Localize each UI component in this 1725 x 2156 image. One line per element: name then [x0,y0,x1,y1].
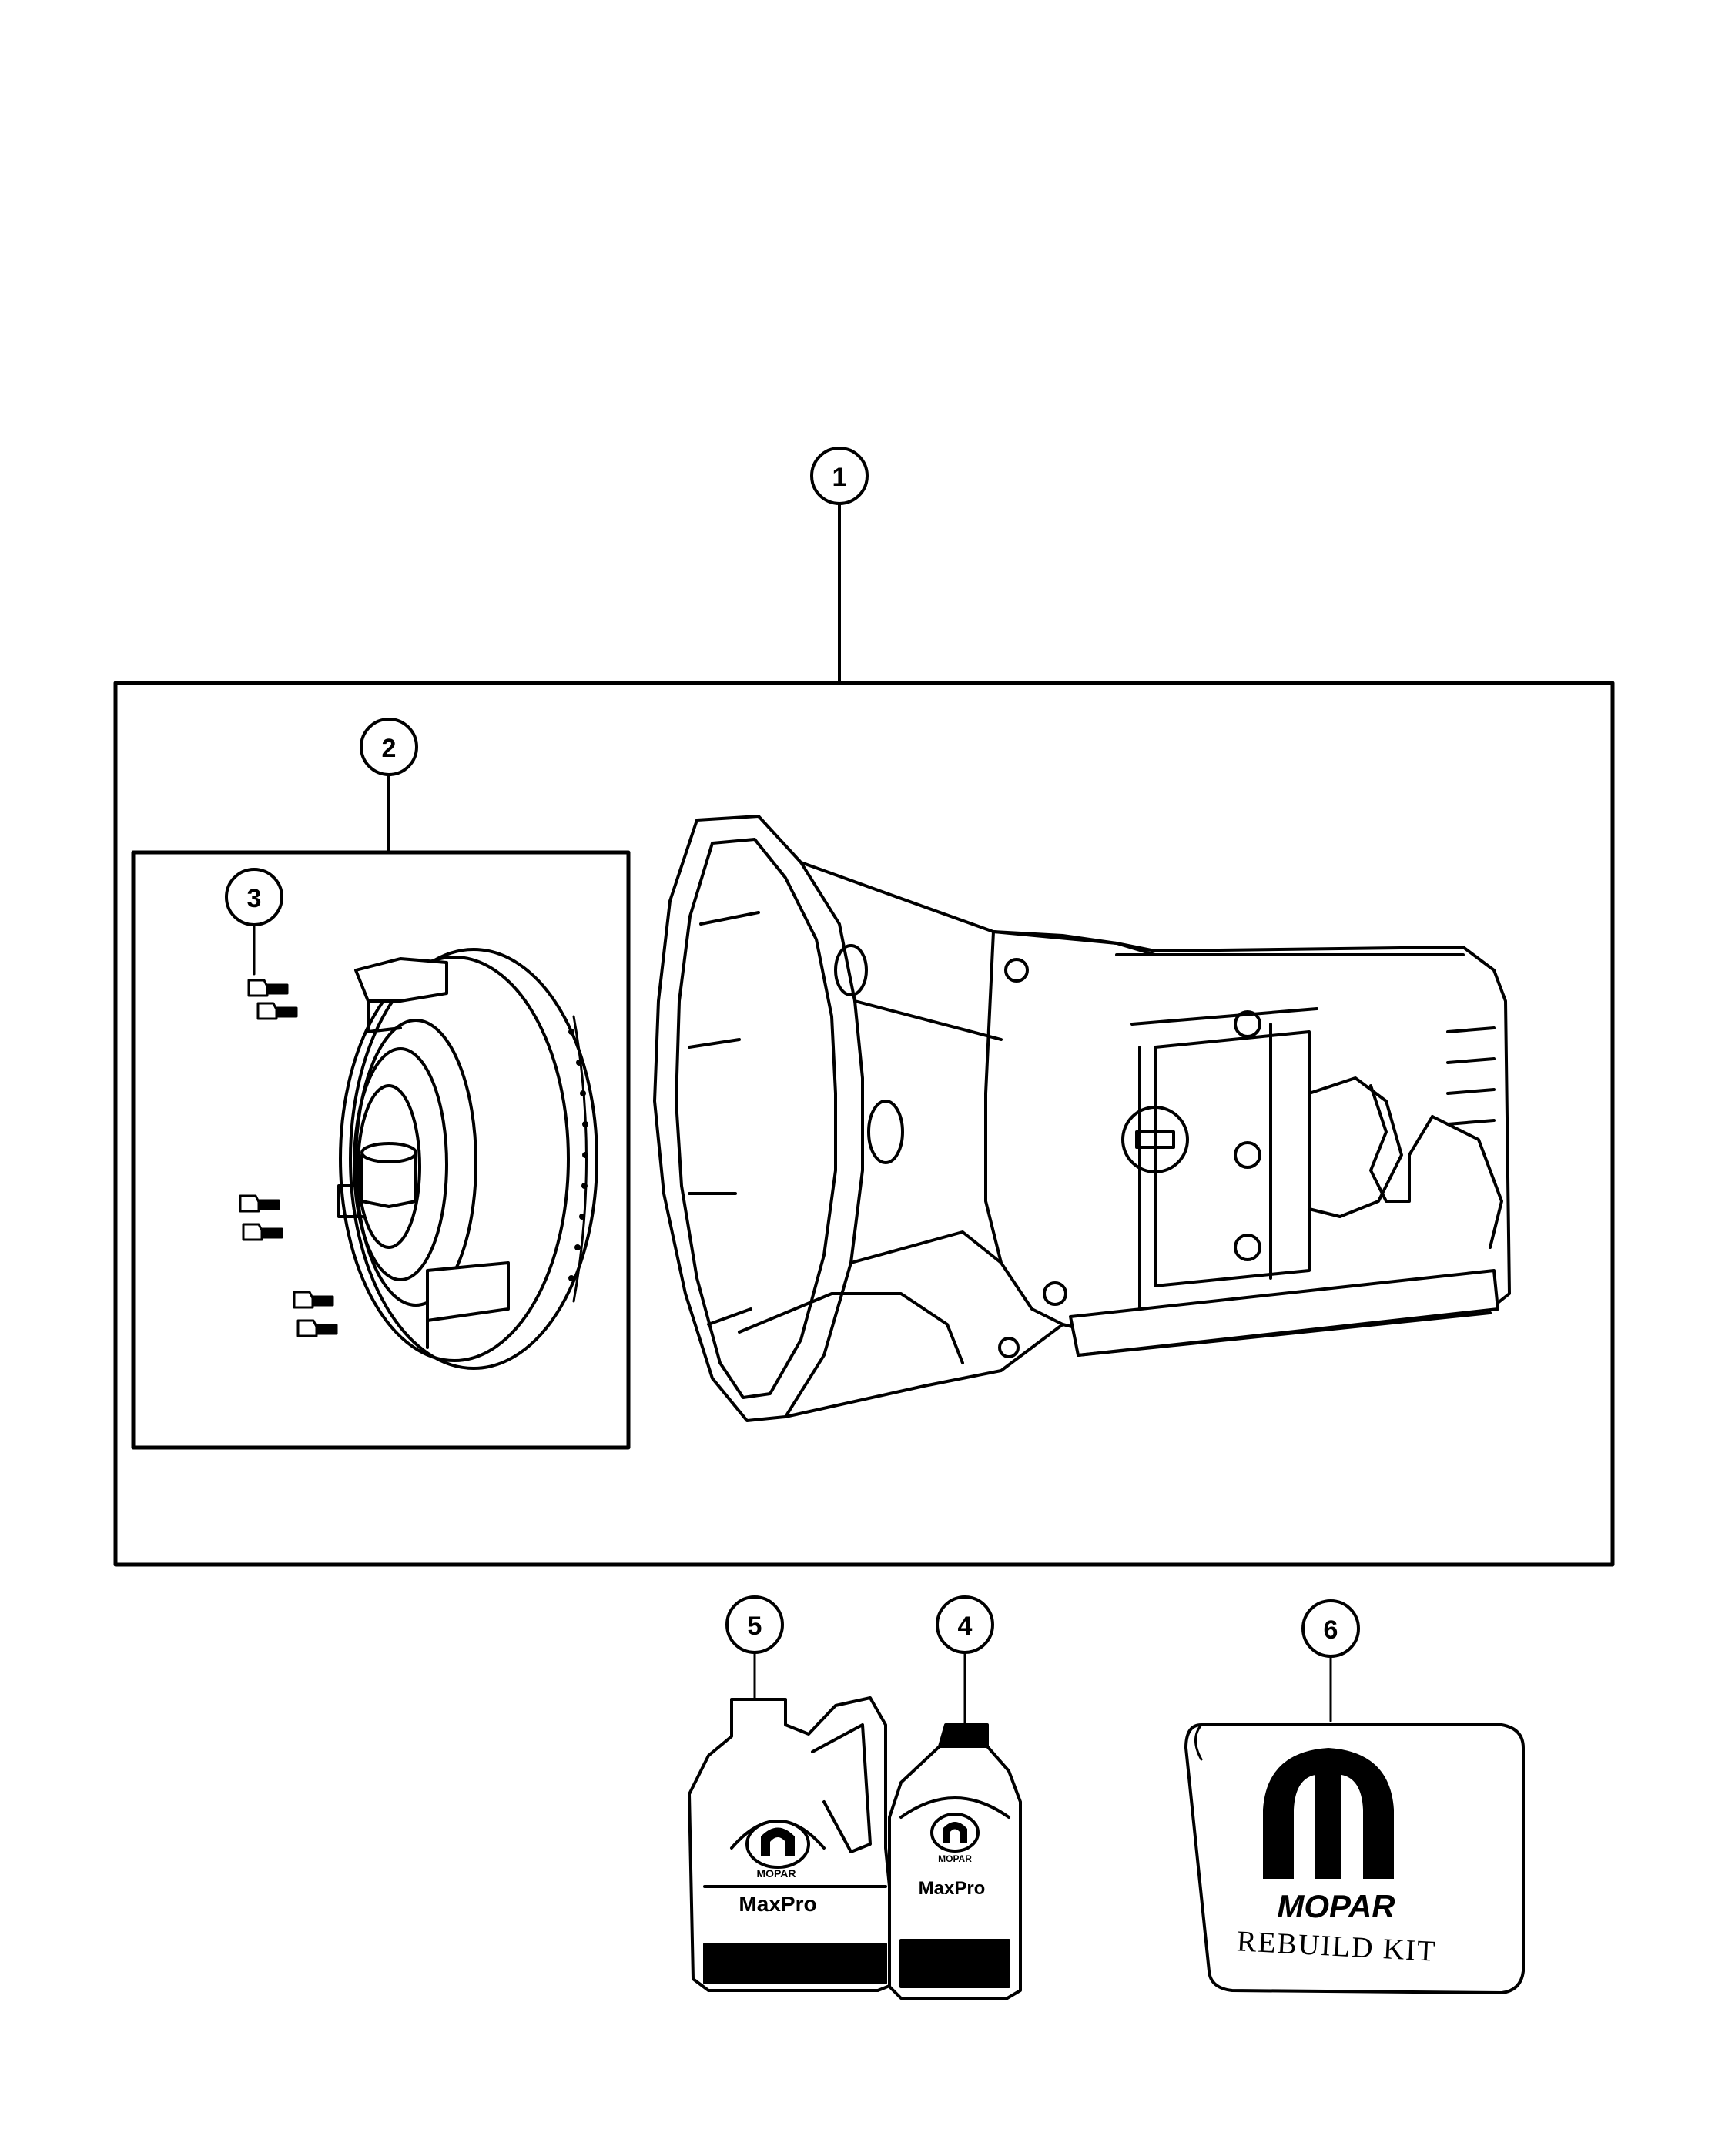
bolt-icon [239,979,338,1337]
rebuild-kit-box-icon: MOPAR REBUILD KIT [1184,1723,1525,1994]
callout-1: 1 [810,447,869,685]
assembly-frame [113,681,1615,1567]
fluid-bottle-icon: MOPAR MaxPro [888,1723,1022,2000]
fluid-jug-icon: MOPAR MaxPro [688,1696,899,1992]
quart-product: MaxPro [919,1878,986,1899]
callout-5-label: 5 [748,1612,762,1641]
callout-3: 3 [225,868,283,976]
converter-frame [131,850,631,1450]
callout-2-label: 2 [382,734,397,763]
callout-1-label: 1 [832,463,847,492]
callout-6-label: 6 [1324,1615,1338,1645]
callout-2: 2 [360,718,418,854]
transmission-assembly-icon [653,815,1511,1422]
jug-brand: MOPAR [756,1867,796,1880]
quart-brand: MOPAR [938,1853,972,1864]
callout-3-label: 3 [247,884,262,913]
kit-brand: MOPAR [1277,1888,1395,1924]
callout-6: 6 [1301,1599,1360,1722]
callout-4-label: 4 [958,1612,973,1641]
callout-5: 5 [725,1595,784,1701]
mopar-logo-icon [1263,1748,1394,1879]
torque-converter-icon [337,948,598,1370]
callout-4: 4 [936,1595,994,1726]
jug-product: MaxPro [739,1892,816,1916]
